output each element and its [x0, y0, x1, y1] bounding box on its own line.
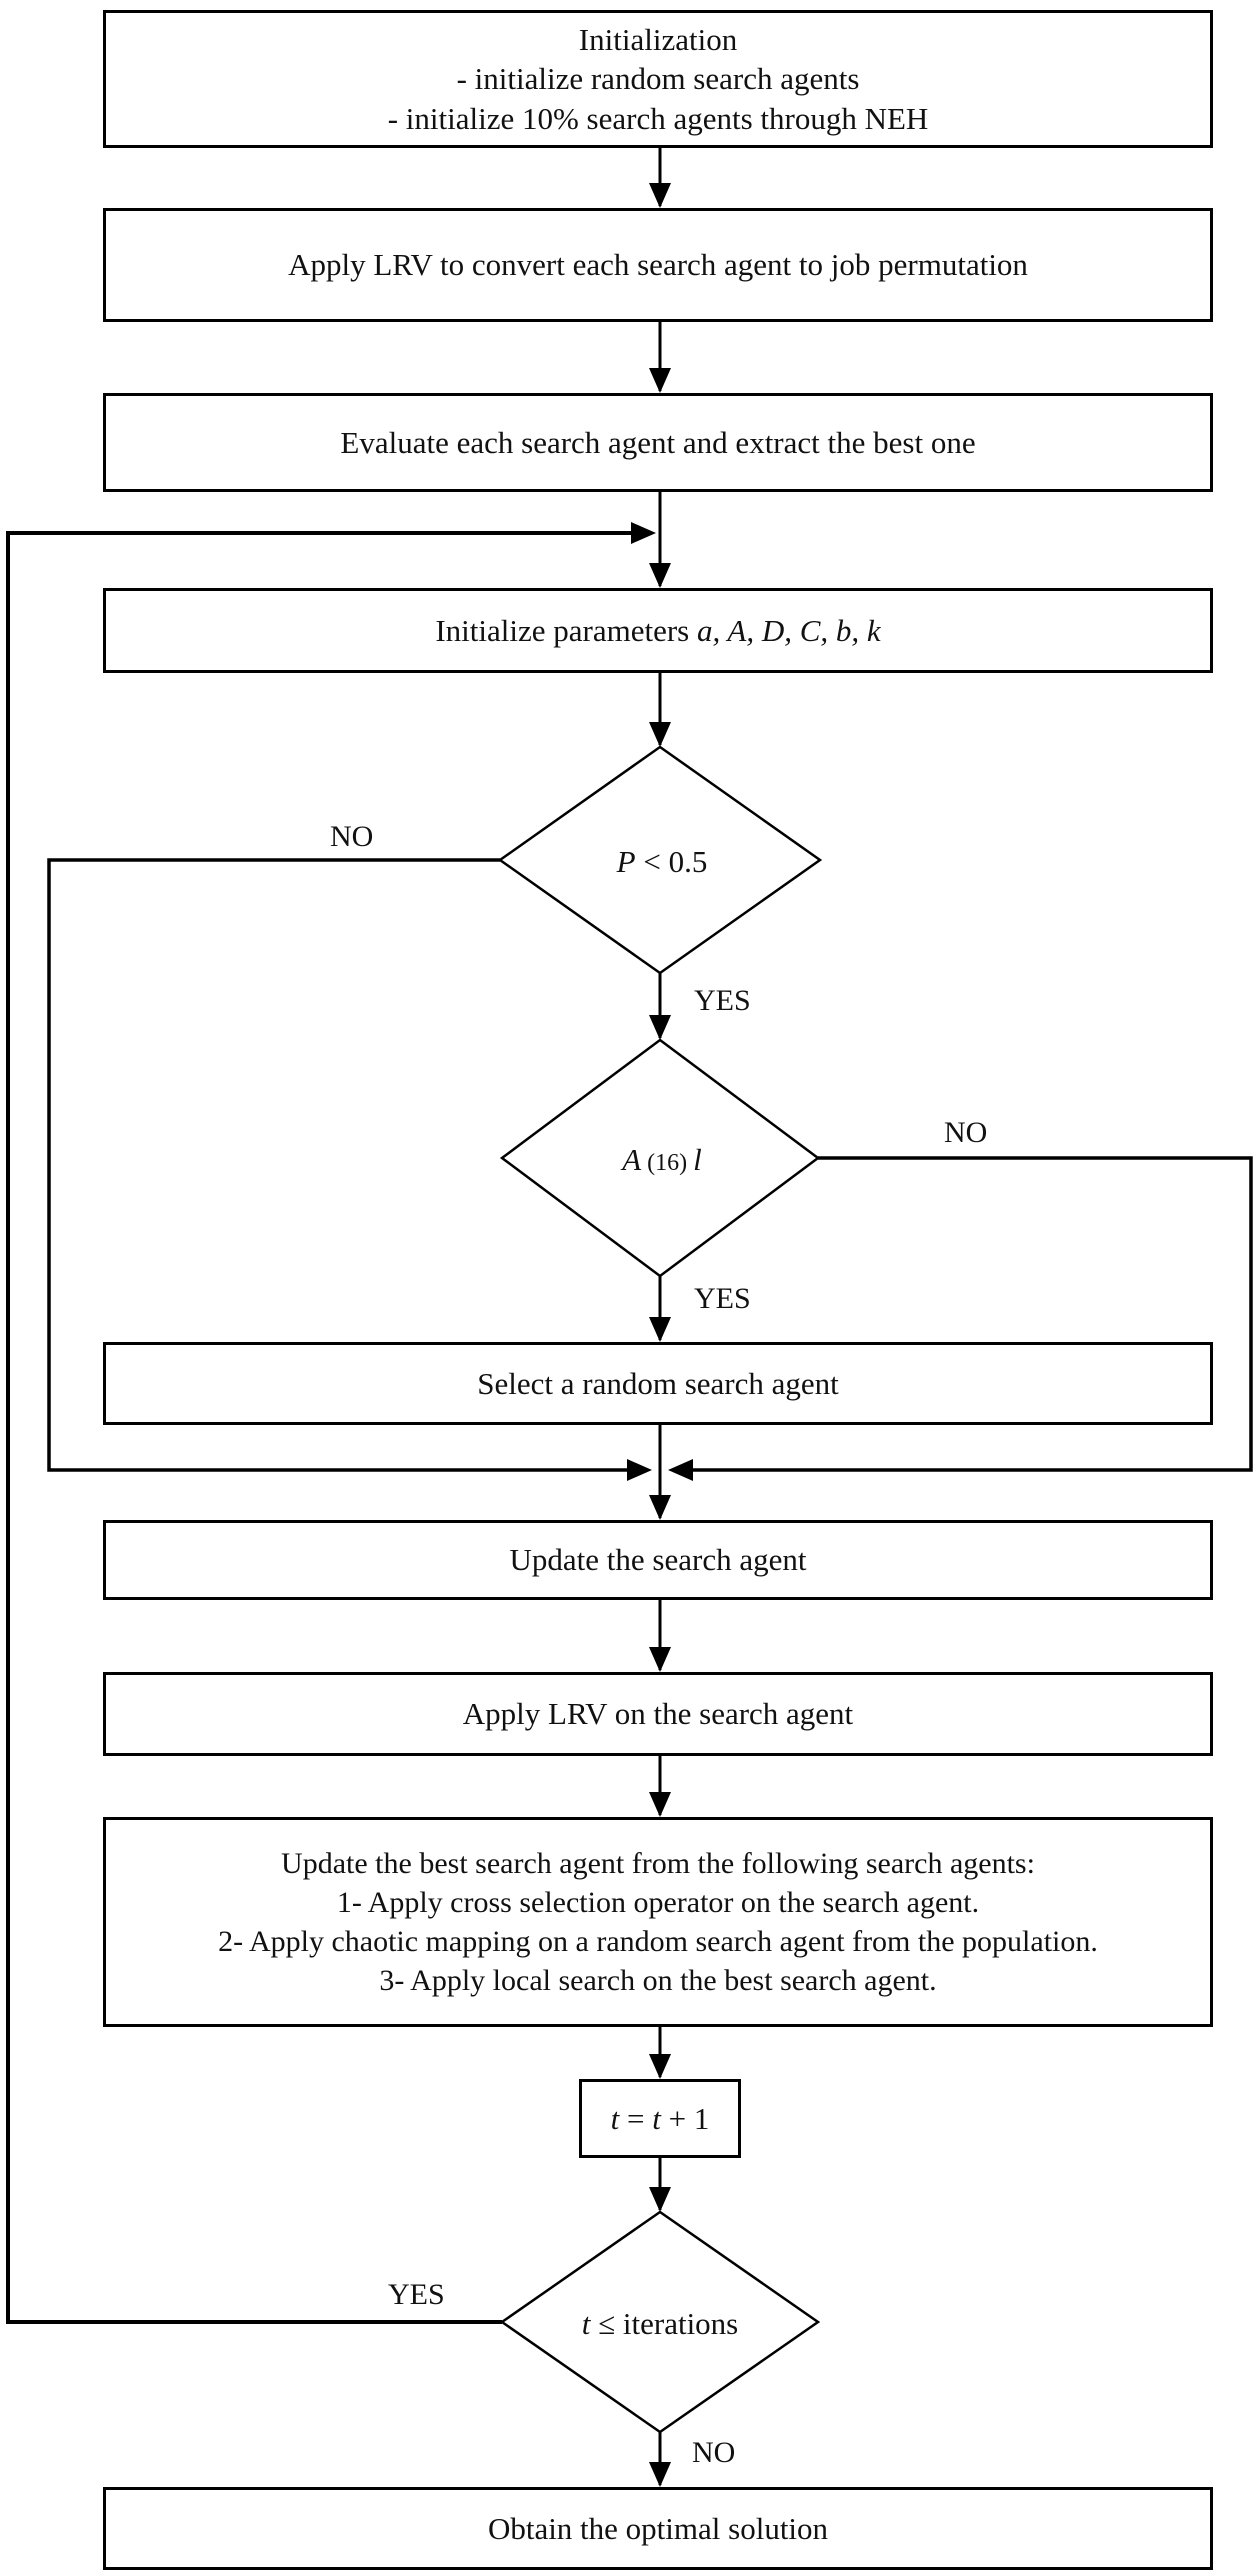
decision-a-var: A — [622, 1142, 642, 1177]
node-initialization: Initialization - initialize random searc… — [103, 10, 1213, 148]
node-initialization-line2: - initialize random search agents — [456, 61, 860, 97]
node-initialization-line3: - initialize 10% search agents through N… — [387, 100, 929, 136]
edge-p-no-loop — [47, 858, 638, 1472]
node-label: Evaluate each search agent and extract t… — [340, 424, 976, 460]
decision-t-diamond — [499, 2210, 821, 2434]
init-params-symbols: a, A, D, C, b, k — [696, 612, 881, 648]
decision-a-mid: (16) — [641, 1150, 694, 1176]
label-yes-p-branch: YES — [694, 984, 751, 1017]
increment-plus-one: + 1 — [660, 2100, 710, 2136]
node-obtain-optimal-solution: Obtain the optimal solution — [103, 2487, 1213, 2570]
node-initialize-parameters: Initialize parameters a, A, D, C, b, k — [103, 588, 1213, 673]
node-apply-lrv-convert: Apply LRV to convert each search agent t… — [103, 208, 1213, 322]
node-update-best-agent: Update the best search agent from the fo… — [103, 1817, 1213, 2027]
decision-p-rest: < 0.5 — [635, 844, 708, 879]
node-label: Initialize parameters a, A, D, C, b, k — [435, 611, 880, 650]
edge-t-yes-loop — [6, 531, 643, 2324]
decision-t-label: t ≤ iterations — [582, 2306, 739, 2342]
increment-t1: t — [610, 2100, 620, 2136]
node-label: Update the search agent — [509, 1542, 807, 1578]
init-params-prefix: Initialize parameters — [435, 612, 697, 648]
update-best-line3: 2- Apply chaotic mapping on a random sea… — [218, 1925, 1098, 1958]
decision-a-diamond — [499, 1038, 821, 1278]
label-no-a-branch: NO — [944, 1116, 988, 1149]
decision-t-var: t — [581, 2306, 591, 2341]
decision-p-var: P — [616, 844, 636, 879]
node-update-search-agent: Update the search agent — [103, 1520, 1213, 1600]
label-no-p-branch: NO — [330, 820, 374, 853]
edge-a-no-loop — [680, 1156, 1253, 1472]
label-yes-t-branch: YES — [388, 2278, 445, 2311]
node-label: Apply LRV on the search agent — [462, 1696, 854, 1732]
node-label: Select a random search agent — [477, 1365, 839, 1401]
update-best-line4: 3- Apply local search on the best search… — [379, 1964, 937, 1997]
node-increment-t: t = t + 1 — [579, 2079, 741, 2158]
increment-equals: = — [619, 2100, 653, 2136]
node-select-random-agent: Select a random search agent — [103, 1342, 1213, 1425]
update-best-line2: 1- Apply cross selection operator on the… — [336, 1886, 980, 1919]
label-no-t-branch: NO — [692, 2436, 736, 2469]
arrowheads — [627, 183, 693, 2487]
decision-p-diamond — [497, 745, 823, 975]
decision-a-l: l — [693, 1142, 702, 1177]
node-evaluate-agents: Evaluate each search agent and extract t… — [103, 393, 1213, 492]
node-initialization-title: Initialization — [578, 22, 738, 58]
decision-p-label: P < 0.5 — [617, 844, 708, 880]
node-label: Apply LRV to convert each search agent t… — [288, 247, 1028, 283]
node-apply-lrv-on-agent: Apply LRV on the search agent — [103, 1672, 1213, 1756]
increment-t2: t — [652, 2100, 661, 2136]
label-yes-a-branch: YES — [694, 1282, 751, 1315]
update-best-line1: Update the best search agent from the fo… — [281, 1847, 1035, 1880]
decision-a-label: A (16) l — [622, 1142, 702, 1178]
decision-t-rest: ≤ iterations — [590, 2306, 739, 2341]
node-label: Obtain the optimal solution — [487, 2510, 829, 2546]
node-label: t = t + 1 — [611, 2099, 710, 2138]
